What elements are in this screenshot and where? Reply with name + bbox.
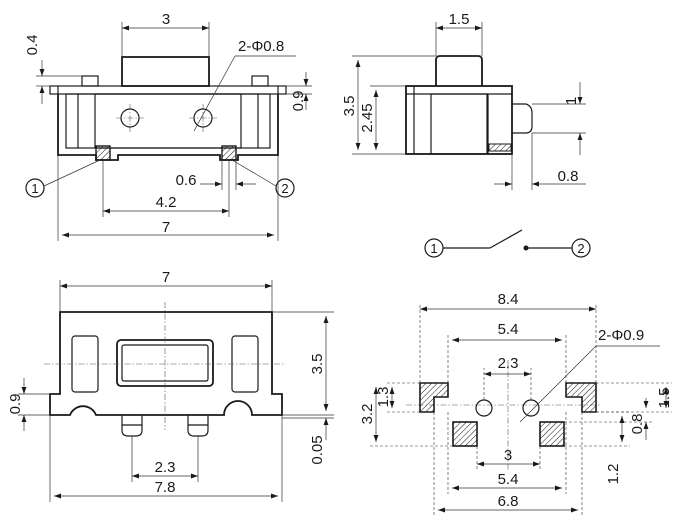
dim-front-top: 3: [162, 11, 170, 28]
dim-pcb-pad-h: 1.3: [375, 387, 392, 408]
dim-bottom-span: 7.8: [155, 479, 176, 496]
dim-pcb-right-pad: 0.8: [629, 414, 646, 435]
side-view: 1.5 3.5 2.45 1 0.8: [341, 11, 586, 190]
dim-bottom-tab: 0.9: [7, 394, 24, 415]
pad-left-lower: [452, 421, 478, 447]
dim-bottom-pitch: 2.3: [155, 459, 176, 476]
dim-pcb-inner: 5.4: [498, 471, 519, 488]
dim-bottom-height: 3.5: [309, 354, 326, 375]
terminal-2-label-schematic: 2: [577, 241, 584, 256]
dim-bottom-width: 7: [162, 269, 170, 286]
pad-left-upper: [419, 382, 449, 413]
dim-side-stem: 1: [563, 97, 580, 105]
dim-front-width: 7: [162, 219, 170, 236]
dim-pcb-pad-pitch: 3: [504, 447, 512, 464]
dim-front-gap: 0.6: [176, 172, 197, 189]
front-view: 3 0.4 2-Φ0.8 0.9 0.6 4.2 7: [24, 11, 312, 241]
switch-schematic: 1 2: [424, 229, 591, 258]
dim-pcb-overall: 8.4: [498, 291, 519, 308]
dim-front-side: 0.9: [290, 91, 307, 112]
dim-pcb-right: 1.5: [656, 388, 673, 409]
dim-side-plunger: 1.5: [449, 11, 470, 28]
pad-right-upper: [565, 382, 597, 413]
dim-side-tab: 0.8: [558, 168, 579, 185]
dim-front-holes: 2-Φ0.8: [238, 38, 284, 55]
terminal-1-label-front: 1: [31, 181, 38, 196]
dim-side-body: 2.45: [359, 103, 376, 132]
dim-pcb-outer: 5.4: [498, 321, 519, 338]
dim-side-height: 3.5: [341, 96, 358, 117]
dim-front-pin-height: 0.4: [24, 35, 41, 56]
dim-pcb-total-h: 3.2: [359, 404, 376, 425]
dim-pcb-holes: 2-Φ0.9: [598, 327, 644, 344]
terminal-2-label-front: 2: [281, 181, 288, 196]
pcb-footprint: 8.4 5.4 2.3 2-Φ0.9 1.3 3.2 1.5 0.8: [359, 291, 673, 516]
pad-right-lower: [539, 421, 565, 447]
terminal-1-label-schematic: 1: [430, 241, 437, 256]
dim-front-pitch: 4.2: [156, 194, 177, 211]
dim-pcb-bottom: 1.2: [605, 464, 622, 485]
bottom-view: 7 3.5 0.05 0.9 2.3 7.8: [7, 269, 334, 502]
dim-bottom-clear: 0.05: [309, 435, 326, 464]
dim-pcb-hole-pitch: 2.3: [498, 355, 519, 372]
dim-pcb-span: 6.8: [498, 493, 519, 510]
